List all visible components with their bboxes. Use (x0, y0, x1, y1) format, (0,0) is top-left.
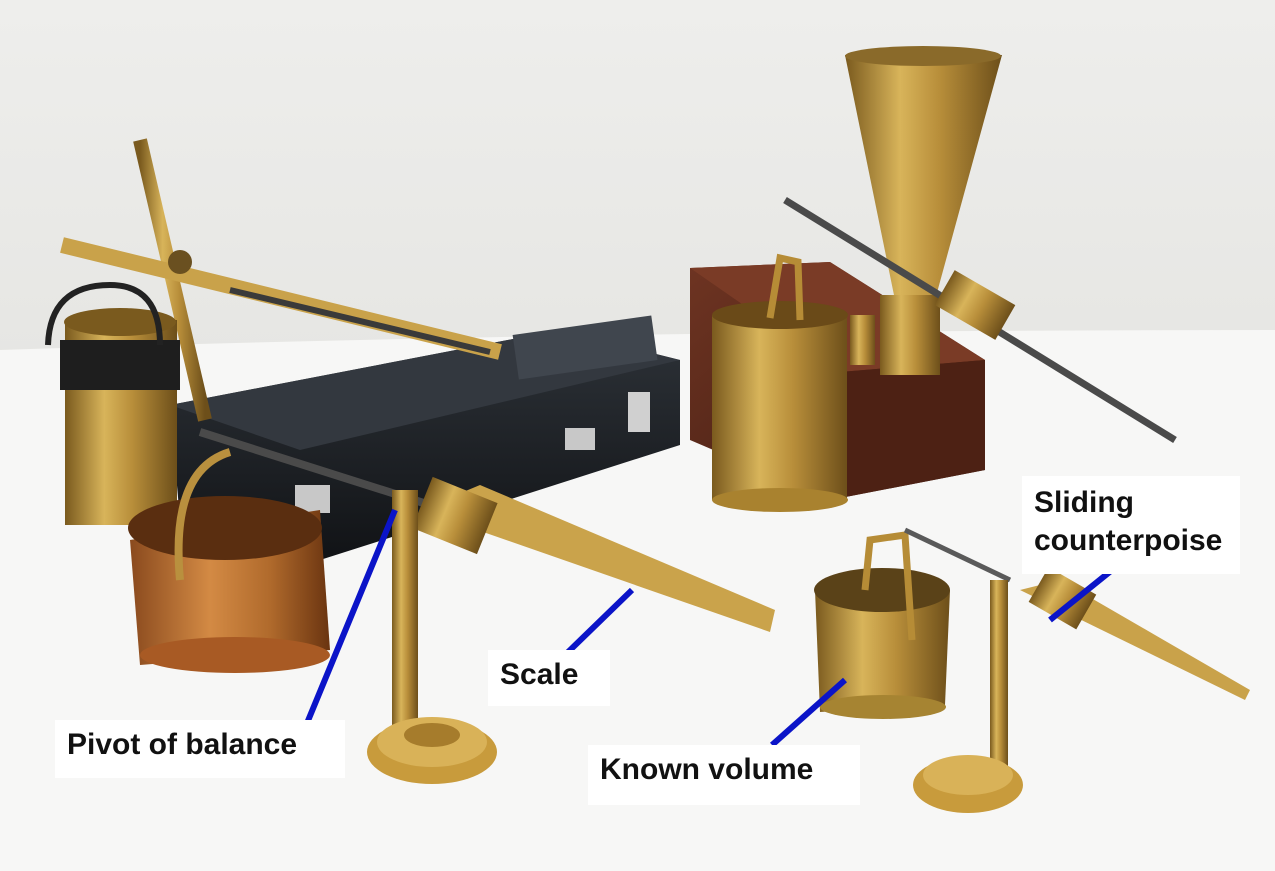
brass-funnel (845, 46, 1002, 375)
pointer-scale (562, 587, 635, 658)
label-sliding-counterpoise: Sliding counterpoise (1022, 476, 1240, 574)
label-pivot-of-balance: Pivot of balance (55, 720, 345, 778)
left-main-beam (198, 428, 775, 632)
label-scale-text: Scale (500, 658, 579, 691)
small-right-balance (903, 527, 1250, 813)
label-sliding-line2: counterpoise (1034, 524, 1223, 557)
small-vessel-known-volume (814, 531, 950, 719)
right-counterpoise (934, 270, 1016, 340)
brass-cylinder-right (712, 253, 848, 512)
label-pivot-text: Pivot of balance (67, 728, 298, 761)
copper-vessel (128, 448, 330, 673)
label-scale: Scale (488, 650, 610, 706)
pointer-pivot (302, 508, 398, 730)
black-instrument-case (170, 315, 680, 560)
label-known-volume: Known volume (588, 745, 860, 805)
left-pillar-stand (367, 490, 497, 784)
label-sliding-line1: Sliding (1034, 486, 1134, 519)
brass-cylinder-tall (45, 281, 180, 525)
left-tall-balance (60, 138, 502, 422)
pointer-known-volume (770, 677, 847, 748)
label-known-volume-text: Known volume (600, 753, 814, 786)
